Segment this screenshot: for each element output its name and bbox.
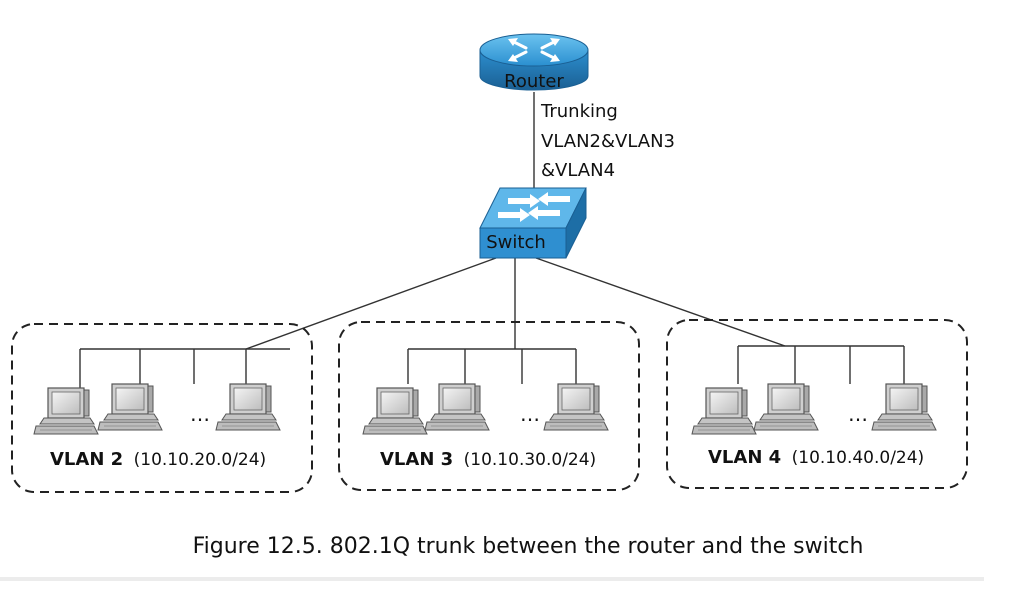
- vlan3-label: VLAN 3 (10.10.30.0/24): [380, 449, 596, 470]
- vlan3-group: … VLAN 3 (10.10.30.0/24): [338, 321, 640, 491]
- trunk-label-line1: Trunking: [540, 101, 618, 122]
- vlan4-pc-2[interactable]: [753, 383, 819, 431]
- trunk-label-line2: VLAN2&VLAN3: [541, 131, 675, 152]
- router-icon: [479, 33, 589, 91]
- switch-icon: [479, 187, 587, 259]
- vlan3-subnet: (10.10.30.0/24): [464, 450, 597, 470]
- vlan4-name: VLAN 4: [708, 447, 781, 468]
- vlan2-subnet: (10.10.20.0/24): [134, 450, 267, 470]
- vlan4-group: … VLAN 4 (10.10.40.0/24): [666, 319, 968, 489]
- vlan4-pc-1[interactable]: [691, 387, 757, 435]
- figure-caption: Figure 12.5. 802.1Q trunk between the ro…: [193, 534, 864, 559]
- vlan2-pc-2[interactable]: [97, 383, 163, 431]
- vlan2-group: … VLAN 2 (10.10.20.0/24): [11, 323, 313, 493]
- vlan2-name: VLAN 2: [50, 449, 123, 470]
- page-bottom-edge: [0, 577, 984, 581]
- uplink-vlan4: [535, 257, 786, 347]
- vlan3-boundary: [338, 321, 640, 491]
- vlan3-name: VLAN 3: [380, 449, 453, 470]
- vlan2-label: VLAN 2 (10.10.20.0/24): [50, 449, 266, 470]
- vlan3-pc-2[interactable]: [424, 383, 490, 431]
- vlan4-subnet: (10.10.40.0/24): [792, 448, 925, 468]
- vlan3-ellipsis: …: [520, 402, 540, 426]
- trunk-label-line3: &VLAN4: [541, 160, 615, 181]
- vlan4-boundary: [666, 319, 968, 489]
- router-label: Router: [504, 71, 564, 92]
- vlan3-pc-3[interactable]: [543, 383, 609, 431]
- vlan2-pc-1[interactable]: [33, 387, 99, 435]
- vlan2-boundary: [11, 323, 313, 493]
- vlan4-ellipsis: …: [848, 402, 868, 426]
- switch-label: Switch: [486, 232, 546, 253]
- vlan4-pc-3[interactable]: [871, 383, 937, 431]
- vlan3-pc-1[interactable]: [362, 387, 428, 435]
- vlan2-pc-3[interactable]: [215, 383, 281, 431]
- uplink-vlan2: [245, 257, 497, 350]
- vlan4-label: VLAN 4 (10.10.40.0/24): [708, 447, 924, 468]
- vlan2-ellipsis: …: [190, 402, 210, 426]
